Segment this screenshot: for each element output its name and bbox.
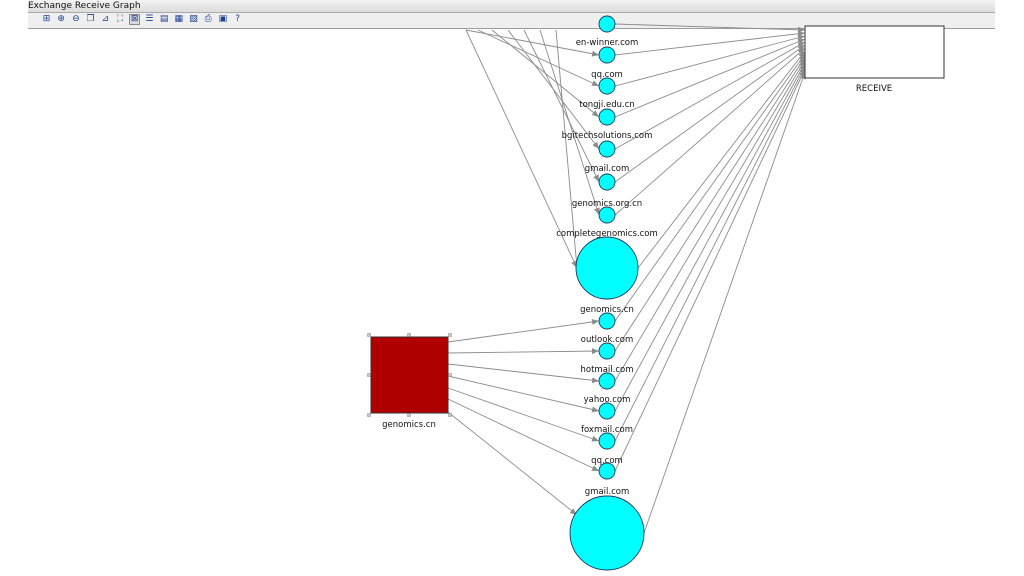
- domain-node-label: bgitechsolutions.com: [562, 131, 653, 141]
- domain-node-label: tongji.edu.cn: [579, 100, 635, 110]
- domain-node[interactable]: [598, 15, 616, 33]
- domain-node-label: outlook.com: [581, 335, 633, 345]
- edge: [614, 30, 806, 56]
- zoom-out-icon[interactable]: ⊖: [72, 14, 80, 24]
- edge: [447, 387, 600, 442]
- selection-handle[interactable]: [407, 333, 411, 337]
- domain-node-label: genomics.org.cn: [572, 199, 642, 209]
- edge: [447, 318, 600, 343]
- selection-handle[interactable]: [367, 413, 371, 417]
- edge: [447, 363, 600, 384]
- selection-handle[interactable]: [367, 333, 371, 337]
- domain-node[interactable]: [598, 342, 616, 360]
- edge: [614, 53, 806, 322]
- domain-node-label: yahoo.com: [584, 395, 631, 405]
- selection-handle[interactable]: [448, 373, 452, 377]
- edge: [614, 62, 806, 412]
- toolbar: ⊞ ⊕ ⊖ ❐ ⊿ ⛶ ⊠ ☰ ▤ ▦ ▧ ⎙ ▣?: [28, 13, 995, 29]
- edge: [447, 348, 600, 355]
- edge: [555, 29, 580, 269]
- open-icon[interactable]: ▤: [159, 14, 169, 24]
- edge: [523, 29, 600, 183]
- print-icon[interactable]: ⎙: [204, 14, 212, 24]
- domain-node-label: genomics.cn: [580, 305, 634, 315]
- edge: [614, 41, 806, 150]
- domain-node[interactable]: [598, 312, 616, 330]
- domain-node-label: qq.com: [591, 456, 623, 466]
- copy-icon[interactable]: ❐: [86, 14, 95, 24]
- edge: [614, 68, 806, 472]
- node-layer: RECEIVE genomics.cn en-winner.com qq.com t…: [367, 15, 945, 571]
- edge: [465, 29, 600, 57]
- domain-node[interactable]: [598, 432, 616, 450]
- domain-node[interactable]: [569, 495, 645, 571]
- sender-node[interactable]: [370, 336, 449, 414]
- edge: [614, 38, 806, 118]
- domain-node-label: gmail.com: [585, 164, 629, 174]
- selection-handle[interactable]: [367, 373, 371, 377]
- domain-node[interactable]: [598, 462, 616, 480]
- edge: [614, 23, 806, 33]
- domain-node[interactable]: [575, 236, 639, 300]
- edge: [614, 56, 806, 352]
- edge: [447, 375, 600, 413]
- layout-circular-icon[interactable]: ⊠: [129, 14, 141, 25]
- receive-node[interactable]: [804, 25, 945, 79]
- selection-handle[interactable]: [448, 333, 452, 337]
- edge: [477, 29, 600, 87]
- layout-tree-icon[interactable]: ⊿: [101, 14, 110, 24]
- export-icon[interactable]: ▧: [189, 14, 198, 24]
- edge: [539, 29, 600, 216]
- domain-node[interactable]: [598, 46, 616, 64]
- layout-hierarchic-icon[interactable]: ☰: [145, 14, 154, 24]
- edge: [614, 59, 806, 382]
- window-title-bar: Exchange Receive Graph: [28, 0, 995, 13]
- layout-organic-icon[interactable]: ⛶: [116, 14, 124, 24]
- selection-handles: [367, 333, 452, 417]
- sender-label: genomics.cn: [382, 420, 436, 430]
- domain-node-label: qq.com: [591, 70, 623, 80]
- domain-node-label: foxmail.com: [581, 425, 633, 435]
- selection-handle[interactable]: [407, 413, 411, 417]
- fit-graph-icon[interactable]: ⊞: [42, 14, 51, 24]
- edge: [637, 50, 806, 269]
- domain-node-label: completegenomics.com: [556, 229, 658, 239]
- edge: [447, 411, 578, 516]
- save-icon[interactable]: ▦: [174, 14, 184, 24]
- domain-node[interactable]: [598, 173, 616, 191]
- domain-node[interactable]: [598, 140, 616, 158]
- edge: [614, 65, 806, 442]
- domain-node-label: hotmail.com: [581, 365, 634, 375]
- edge: [465, 29, 578, 269]
- edge: [614, 44, 806, 183]
- domain-node[interactable]: [598, 206, 616, 224]
- domain-node-label: en-winner.com: [576, 38, 639, 48]
- domain-node[interactable]: [598, 108, 616, 126]
- domain-node[interactable]: [598, 402, 616, 420]
- image-icon[interactable]: ▣: [218, 14, 228, 24]
- window-title: Exchange Receive Graph: [28, 1, 141, 11]
- edge: [447, 398, 600, 472]
- edge-layer: [447, 23, 806, 534]
- domain-node[interactable]: [598, 77, 616, 95]
- help-icon[interactable]: ?: [235, 14, 240, 24]
- edge: [614, 34, 806, 87]
- domain-node-label: gmail.com: [585, 487, 629, 497]
- edge: [614, 47, 806, 216]
- domain-node[interactable]: [598, 372, 616, 390]
- edge: [643, 71, 806, 534]
- zoom-in-icon[interactable]: ⊕: [57, 14, 65, 24]
- receive-label: RECEIVE: [856, 84, 892, 94]
- selection-handle[interactable]: [448, 413, 452, 417]
